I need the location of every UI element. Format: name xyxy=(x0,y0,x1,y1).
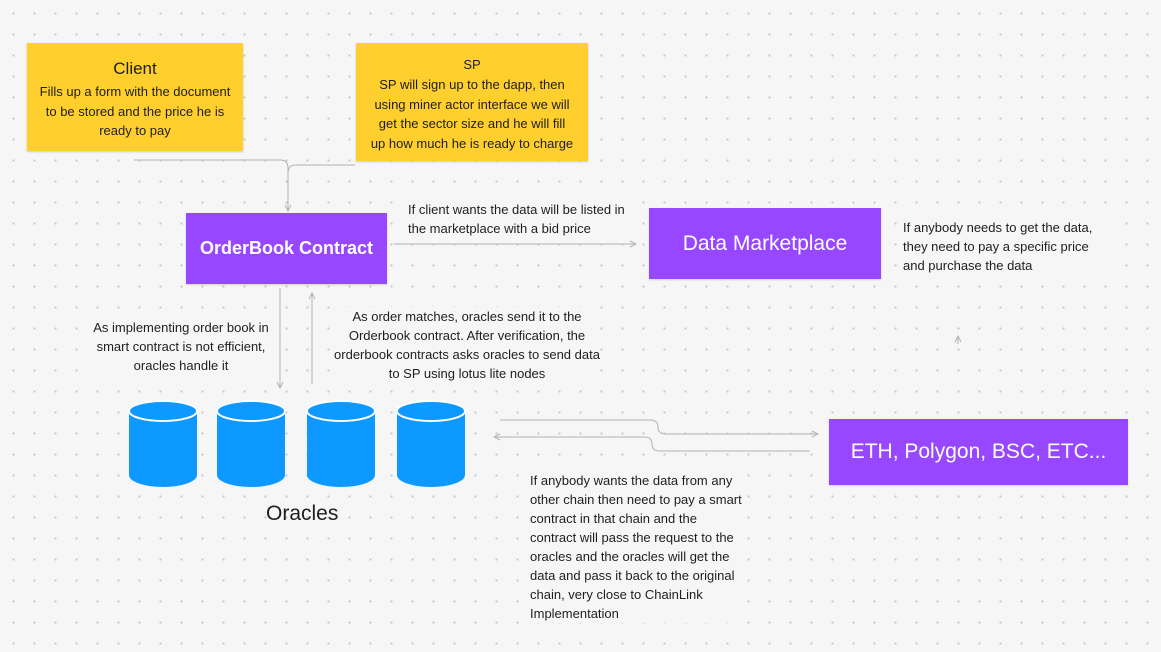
chains-label: ETH, Polygon, BSC, ETC... xyxy=(850,440,1107,463)
marketplace-listing-note: If client wants the data will be listed … xyxy=(408,200,630,238)
client-sticky-title: Client xyxy=(113,59,157,78)
client-sticky-body: Fills up a form with the document to be … xyxy=(39,84,231,138)
sp-to-orderbook-connector xyxy=(287,164,355,211)
oracle-database-icon xyxy=(306,400,376,487)
order-match-note: As order matches, oracles send it to the… xyxy=(334,307,600,389)
data-marketplace-label: Data Marketplace xyxy=(682,231,848,255)
orderbook-contract-box[interactable]: OrderBook Contract xyxy=(186,213,387,284)
purchase-note: If anybody needs to get the data, they n… xyxy=(903,218,1109,275)
data-marketplace-box[interactable]: Data Marketplace xyxy=(649,208,881,279)
chains-box[interactable]: ETH, Polygon, BSC, ETC... xyxy=(829,419,1128,485)
cross-chain-note: If anybody wants the data from any other… xyxy=(530,471,744,623)
sp-sticky-note[interactable]: SP SP will sign up to the dapp, then usi… xyxy=(356,43,588,161)
sp-sticky-body: SP will sign up to the dapp, then using … xyxy=(370,77,574,151)
oracle-database-icon xyxy=(128,400,198,487)
client-to-orderbook-connector xyxy=(134,159,288,211)
oracles-handle-note: As implementing order book in smart cont… xyxy=(93,318,269,375)
orderbook-contract-label: OrderBook Contract xyxy=(199,238,374,258)
client-sticky-note[interactable]: Client Fills up a form with the document… xyxy=(27,43,243,151)
oracles-to-chains-arrow xyxy=(500,419,818,434)
oracle-database-icon xyxy=(396,400,466,487)
oracles-label: Oracles xyxy=(266,502,339,525)
oracle-database-icon xyxy=(216,400,286,487)
chains-to-oracles-arrow xyxy=(494,437,810,452)
sp-sticky-title: SP xyxy=(463,57,481,72)
